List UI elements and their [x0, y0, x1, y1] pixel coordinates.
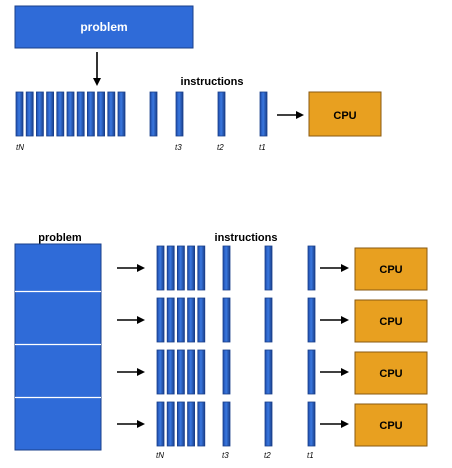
- instruction-bar: [76, 91, 85, 137]
- instruction-bar: [156, 245, 165, 291]
- instruction-bar: [222, 401, 231, 447]
- instruction-bar: [166, 297, 175, 343]
- instruction-bar: [56, 91, 65, 137]
- instruction-bar: [156, 349, 165, 395]
- serial-problem-label: problem: [80, 20, 127, 34]
- instruction-bar: [176, 297, 185, 343]
- instruction-bar: [117, 91, 126, 137]
- cpu-label: CPU: [379, 420, 402, 432]
- cpu-box: [354, 247, 428, 291]
- instruction-bar: [307, 349, 316, 395]
- instruction-bar: [307, 401, 316, 447]
- parallel-time-t2: t2: [264, 451, 271, 460]
- instruction-bar: [107, 91, 116, 137]
- instruction-bar: [36, 91, 44, 137]
- cpu-box: [354, 403, 428, 447]
- instruction-bar: [187, 297, 196, 343]
- instruction-bar: [15, 91, 24, 137]
- instruction-bar: [176, 349, 185, 395]
- instruction-bar: [307, 245, 316, 291]
- serial-cpu-box: [308, 91, 382, 137]
- serial-time-t2: t2: [217, 143, 224, 152]
- parallel-instructions-label: instructions: [215, 232, 278, 244]
- serial-cpu-label: CPU: [333, 110, 356, 122]
- instruction-bar: [187, 349, 196, 395]
- serial-time-t1: t1: [259, 143, 266, 152]
- instruction-bar: [87, 91, 95, 137]
- serial-time-tN: tN: [16, 143, 24, 152]
- instruction-bar: [66, 91, 75, 137]
- parallel-row: CPU: [117, 297, 428, 343]
- instruction-bar: [166, 401, 175, 447]
- serial-section: problem instructions CPU tN t3 t2 t1: [14, 5, 382, 152]
- instruction-bar: [176, 245, 185, 291]
- serial-problem-box: [14, 5, 194, 49]
- parallel-time-tN: tN: [156, 451, 164, 460]
- instruction-bar: [222, 297, 231, 343]
- instruction-bar: [166, 245, 175, 291]
- instruction-bar: [222, 245, 231, 291]
- parallel-time-t1: t1: [307, 451, 314, 460]
- instruction-bar: [197, 245, 206, 291]
- instruction-bar: [156, 401, 165, 447]
- instruction-bar: [25, 91, 34, 137]
- parallel-problem-label: problem: [38, 232, 82, 244]
- instruction-bar: [97, 91, 105, 137]
- instruction-bar: [187, 245, 196, 291]
- instruction-bar: [149, 91, 158, 137]
- instruction-bar: [259, 91, 268, 137]
- cpu-box: [354, 299, 428, 343]
- instruction-bar: [307, 297, 316, 343]
- instruction-bar: [222, 349, 231, 395]
- parallel-row: CPU: [117, 245, 428, 291]
- serial-time-t3: t3: [175, 143, 182, 152]
- parallel-rows: CPU CPU CPU CPU: [117, 245, 428, 447]
- parallel-row: CPU: [117, 401, 428, 447]
- serial-instruction-bars: [15, 91, 268, 137]
- parallel-row: CPU: [117, 349, 428, 395]
- instruction-bar: [166, 349, 175, 395]
- cpu-label: CPU: [379, 316, 402, 328]
- instruction-bar: [264, 245, 273, 291]
- instruction-bar: [264, 401, 273, 447]
- instruction-bar: [176, 401, 185, 447]
- instruction-bar: [197, 401, 206, 447]
- serial-instructions-label: instructions: [181, 76, 244, 88]
- instruction-bar: [46, 91, 54, 137]
- parallel-time-t3: t3: [222, 451, 229, 460]
- instruction-bar: [156, 297, 165, 343]
- cpu-label: CPU: [379, 264, 402, 276]
- instruction-bar: [187, 401, 196, 447]
- instruction-bar: [197, 297, 206, 343]
- parallel-problem-box: [14, 243, 102, 451]
- cpu-box: [354, 351, 428, 395]
- instruction-bar: [175, 91, 184, 137]
- instruction-bar: [264, 297, 273, 343]
- instruction-bar: [264, 349, 273, 395]
- instruction-bar: [217, 91, 226, 137]
- cpu-label: CPU: [379, 368, 402, 380]
- instruction-bar: [197, 349, 206, 395]
